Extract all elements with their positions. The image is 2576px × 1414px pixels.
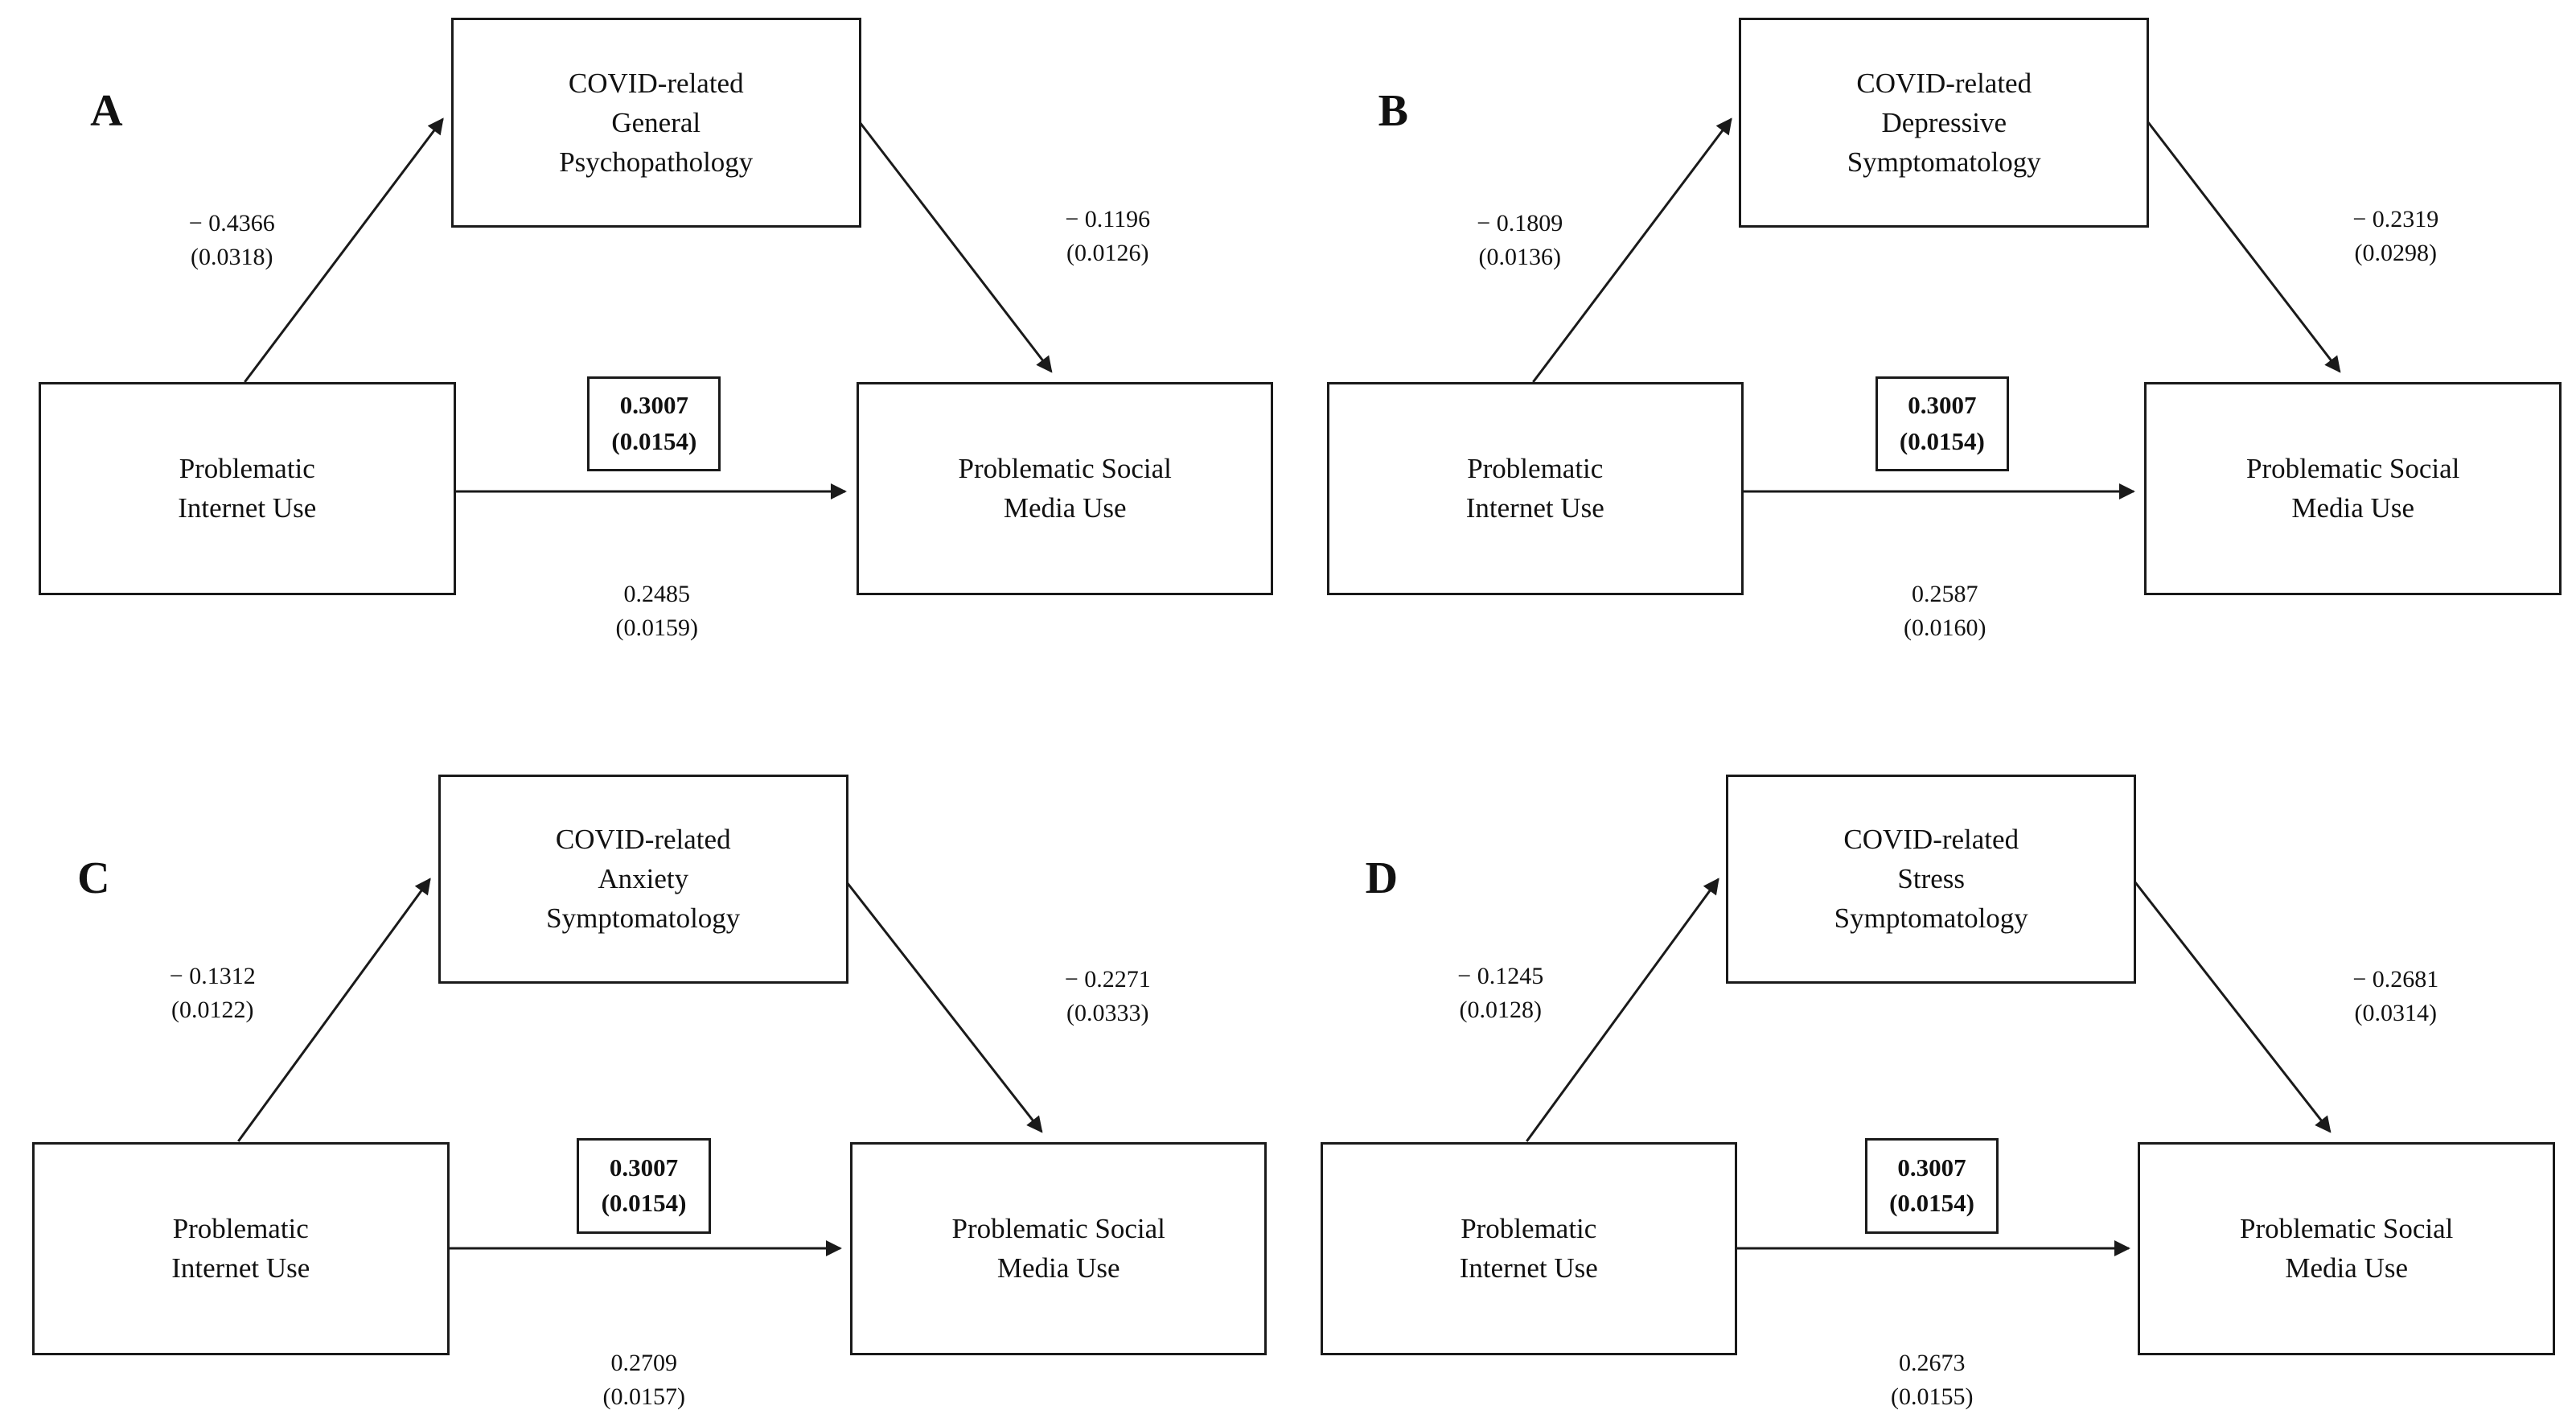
panel-c-arrows [237,878,1043,1256]
predictor-box: Problematic Internet Use [39,381,456,595]
direct-effect-box: 0.3007 (0.0154) [1875,376,2009,472]
panel-a-arrows [244,117,1053,499]
total-effect-coefficient: 0.2587 (0.0160) [1904,578,1986,645]
mediator-label: COVID-related Anxiety Symptomatology [546,824,741,935]
mediator-label: COVID-related General Psychopathology [559,67,754,178]
total-effect-estimate: 0.2485 [623,581,690,608]
predictor-label: Problematic Internet Use [1465,453,1604,524]
outcome-box: Problematic Social Media Use [856,381,1274,595]
predictor-box: Problematic Internet Use [1320,1141,1737,1355]
path-a-coefficient: − 0.1245 (0.0128) [1457,960,1543,1027]
path-a-se: (0.0122) [171,996,254,1023]
panel-b: B COVID-related Depressive Symptomatolog… [1288,0,2576,707]
path-b-arrow [2134,882,2331,1133]
panel-d-arrows [1525,878,2331,1256]
predictor-label: Problematic Internet Use [1459,1213,1598,1285]
mediator-box: COVID-related Depressive Symptomatology [1739,17,2150,228]
mediator-label: COVID-related Depressive Symptomatology [1847,67,2041,178]
path-a-se: (0.0318) [191,243,273,270]
path-b-arrow [845,882,1043,1133]
path-b-estimate: − 0.2681 [2352,966,2439,993]
path-a-coefficient: − 0.4366 (0.0318) [189,207,275,274]
outcome-label: Problematic Social Media Use [2246,453,2460,524]
path-a-arrow [1525,878,1719,1142]
path-b-arrow [858,121,1053,373]
direct-effect-se: (0.0154) [601,1189,687,1218]
path-b-coefficient: − 0.2319 (0.0298) [2352,203,2438,270]
predictor-box: Problematic Internet Use [32,1141,450,1355]
path-a-se: (0.0128) [1459,996,1542,1023]
path-b-se: (0.0126) [1066,240,1149,267]
path-b-se: (0.0333) [1066,1000,1149,1027]
mediator-box: COVID-related Anxiety Symptomatology [438,774,848,984]
path-b-se: (0.0298) [2354,240,2438,267]
direct-effect-estimate: 0.3007 [1908,390,1977,419]
path-a-se: (0.0136) [1478,243,1562,270]
panel-label: C [77,853,110,903]
outcome-label: Problematic Social Media Use [2240,1213,2454,1285]
path-b-estimate: − 0.1196 [1065,206,1151,233]
path-a-estimate: − 0.1312 [169,962,256,989]
mediator-label: COVID-related Stress Symptomatology [1834,824,2028,935]
total-effect-estimate: 0.2709 [610,1349,677,1376]
total-effect-coefficient: 0.2485 (0.0159) [616,578,698,645]
path-a-coefficient: − 0.1809 (0.0136) [1477,207,1563,274]
outcome-box: Problematic Social Media Use [2144,381,2562,595]
path-b-se: (0.0314) [2354,1000,2438,1027]
path-a-arrow [237,878,431,1142]
total-effect-se: (0.0159) [615,615,698,642]
path-b-arrow [2147,121,2340,373]
path-b-coefficient: − 0.2271 (0.0333) [1065,963,1151,1030]
panel-d: D COVID-related Stress Symptomatology Pr… [1288,707,2576,1414]
path-a-arrow [244,117,444,383]
direct-effect-se: (0.0154) [1889,1189,1974,1218]
panel-label: B [1378,85,1408,136]
panel-a: A COVID-related General Psychopathology … [0,0,1288,707]
path-b-coefficient: − 0.1196 (0.0126) [1065,203,1150,270]
path-b-estimate: − 0.2319 [2352,206,2439,233]
path-b-estimate: − 0.2271 [1064,966,1151,993]
direct-effect-box: 0.3007 (0.0154) [577,1138,711,1234]
outcome-box: Problematic Social Media Use [2138,1141,2555,1355]
total-effect-coefficient: 0.2709 (0.0157) [603,1346,685,1414]
path-a-estimate: − 0.1809 [1477,209,1563,236]
direct-effect-estimate: 0.3007 [619,390,688,419]
direct-effect-estimate: 0.3007 [1897,1153,1966,1182]
panel-c: C COVID-related Anxiety Symptomatology P… [0,707,1288,1414]
total-effect-estimate: 0.2673 [1898,1349,1966,1376]
predictor-label: Problematic Internet Use [178,453,317,524]
path-b-coefficient: − 0.2681 (0.0314) [2352,963,2438,1030]
path-a-estimate: − 0.1245 [1457,962,1544,989]
path-a-estimate: − 0.4366 [188,209,275,236]
total-effect-coefficient: 0.2673 (0.0155) [1891,1346,1973,1414]
direct-effect-estimate: 0.3007 [609,1153,679,1182]
outcome-label: Problematic Social Media Use [958,453,1172,524]
total-effect-se: (0.0157) [602,1383,685,1410]
panel-label: D [1365,853,1399,903]
mediator-box: COVID-related Stress Symptomatology [1726,774,2137,984]
direct-effect-se: (0.0154) [611,426,697,455]
outcome-box: Problematic Social Media Use [849,1141,1267,1355]
total-effect-se: (0.0160) [1904,615,1986,642]
total-effect-estimate: 0.2587 [1911,581,1978,608]
mediator-box: COVID-related General Psychopathology [450,17,861,228]
panel-label: A [90,85,123,136]
direct-effect-se: (0.0154) [1899,426,1985,455]
predictor-label: Problematic Internet Use [171,1213,310,1285]
panel-b-arrows [1531,117,2340,499]
path-a-coefficient: − 0.1312 (0.0122) [170,960,256,1027]
outcome-label: Problematic Social Media Use [951,1213,1165,1285]
total-effect-se: (0.0155) [1891,1383,1974,1410]
predictor-box: Problematic Internet Use [1326,381,1744,595]
path-a-arrow [1531,117,1732,383]
direct-effect-box: 0.3007 (0.0154) [1864,1138,1999,1234]
direct-effect-box: 0.3007 (0.0154) [587,376,721,472]
